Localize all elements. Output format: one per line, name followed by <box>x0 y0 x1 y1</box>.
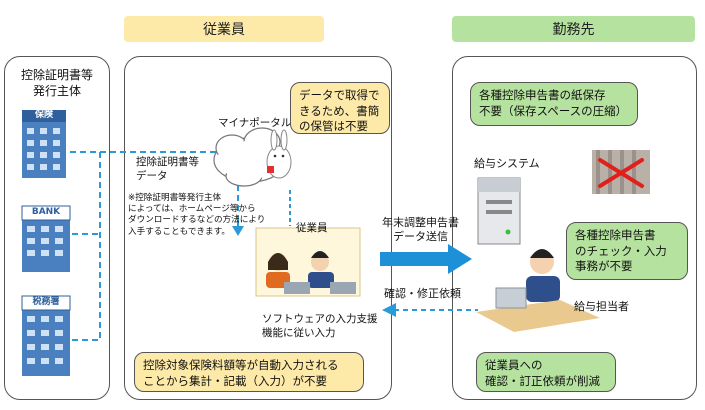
send-label: 年末調整申告書 データ送信 <box>382 216 459 244</box>
laptop-icon <box>330 282 356 294</box>
building-taxoffice-icon <box>21 295 71 376</box>
bubble-auto-input: 控除対象保険料額等が自動入力される ことから集計・記載（入力）が不要 <box>134 352 364 392</box>
payroll-staff-label: 給与担当者 <box>574 300 629 313</box>
bubble-confirm-request: 従業員への 確認・訂正依頼が削減 <box>476 352 616 392</box>
bubble-check-work: 各種控除申告書 のチェック・入力 事務が不要 <box>566 222 688 280</box>
building-sign-insurance: 保険 <box>34 110 53 120</box>
return-label: 確認・修正依頼 <box>384 287 461 300</box>
building-insurance-icon <box>22 110 66 178</box>
payroll-system-label: 給与システム <box>474 157 540 170</box>
building-sign-taxoffice: 税務署 <box>32 297 60 307</box>
mynaportal-label: マイナポータル <box>218 117 292 129</box>
bubble-paper-storage: 各種控除申告書の紙保存 不要（保存スペースの圧縮） <box>470 82 638 126</box>
building-sign-bank: BANK <box>31 207 61 217</box>
employee-label: 従業員 <box>296 222 328 234</box>
header-employer: 勤務先 <box>452 16 695 42</box>
cert-data-label: 控除証明書等 データ <box>136 156 199 182</box>
mascot-icon <box>266 129 292 179</box>
down-arrow-icon <box>232 226 244 236</box>
server-icon <box>477 177 521 245</box>
desk-icon <box>476 287 600 332</box>
worker-man-icon <box>308 251 334 288</box>
download-note: ※控除証明書等発行主体 によっては、ホームページ等から ダウンロードするなどの方… <box>128 193 266 237</box>
cross-icon <box>598 158 644 188</box>
issuer-connector-lines <box>70 151 239 341</box>
header-employee: 従業員 <box>124 16 324 42</box>
laptop-icon <box>284 282 310 294</box>
bubble-data-acquisition: データで取得で きるため、書簡 の保管は不要 <box>290 82 390 134</box>
send-arrow-icon <box>380 244 472 274</box>
payroll-staff-icon <box>526 249 560 302</box>
software-caption: ソフトウェアの入力支援 機能に従い入力 <box>262 313 378 339</box>
building-bank-icon <box>21 205 71 272</box>
issuer-title: 控除証明書等 発行主体 <box>20 68 93 98</box>
